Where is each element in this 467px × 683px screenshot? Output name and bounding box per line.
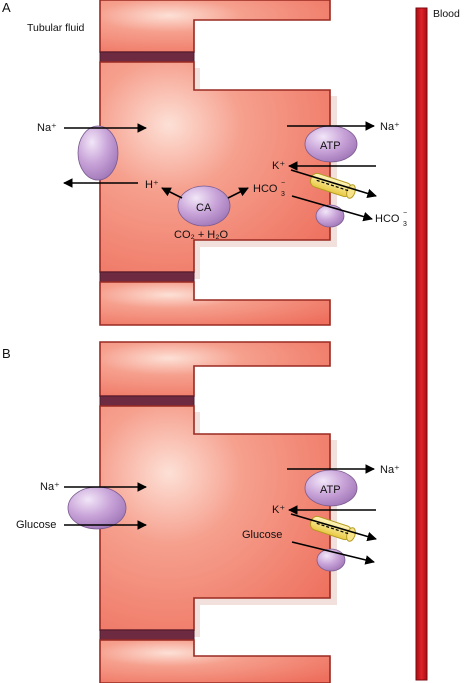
arrow-k-out-a [290, 169, 377, 199]
svg-text:3: 3 [281, 191, 285, 198]
tight-junction-a2 [99, 271, 195, 283]
atp-pump-b [304, 469, 358, 507]
tubular-fluid-label: Tubular fluid [27, 22, 85, 34]
arrow-hco3-out-a [291, 195, 373, 222]
na-plus-out-label-a: Na⁺ [380, 121, 400, 133]
cell-fragment-top-b [99, 341, 331, 397]
blood-label: Blood [433, 8, 460, 20]
na-glucose-carrier-luminal-b [67, 486, 127, 530]
tight-junction-b1 [99, 395, 195, 407]
co2-h2o-label: CO₂ + H₂O [174, 229, 229, 241]
hco3-label-cell: HCO 3 − [253, 180, 285, 198]
h-plus-label: H⁺ [145, 179, 159, 191]
hco3-carrier-a [315, 204, 345, 228]
tight-junction-b2 [99, 629, 195, 641]
atp-label-b: ATP [320, 484, 341, 496]
svg-text:−: − [403, 210, 407, 217]
glucose-out-label-b: Glucose [242, 529, 282, 541]
cell-fragment-bottom-b [99, 639, 331, 683]
svg-text:−: − [281, 180, 285, 187]
k-plus-label-a: K⁺ [272, 160, 285, 172]
na-plus-out-label-b: Na⁺ [380, 464, 400, 476]
svg-text:HCO: HCO [253, 183, 278, 195]
na-plus-in-label-b: Na⁺ [40, 481, 60, 493]
glucose-carrier-basolateral-b [316, 548, 346, 572]
atp-label-a: ATP [320, 140, 341, 152]
panel-a-letter: A [2, 0, 11, 15]
arrow-glucose-out-b [291, 541, 375, 565]
k-plus-label-b: K⁺ [272, 504, 285, 516]
ca-label: CA [196, 202, 212, 214]
svg-text:3: 3 [403, 221, 407, 228]
cell-fragment-bottom-a [99, 281, 331, 326]
blood-vessel [415, 7, 428, 681]
na-carrier-luminal-a [77, 125, 119, 181]
tight-junction-a1 [99, 51, 195, 63]
carbonic-anhydrase-ca [177, 185, 231, 227]
panel-a: A Tubular fluid Blood Na⁺ H⁺ CA CO₂ + H₂… [2, 0, 460, 326]
panel-b: B Na⁺ Glucose ATP Na⁺ K⁺ Glucose [2, 341, 400, 683]
glucose-in-label-b: Glucose [16, 519, 56, 531]
arrow-ca-to-h [161, 187, 183, 199]
panel-b-letter: B [2, 346, 11, 361]
svg-text:HCO: HCO [375, 213, 400, 225]
arrow-k-out-b [290, 513, 377, 542]
tubular-cell-b [99, 405, 331, 631]
hco3-label-blood: HCO 3 − [375, 210, 407, 228]
arrow-ca-to-hco3 [227, 187, 249, 199]
cell-fragment-top-a [99, 0, 331, 53]
na-plus-in-label-a: Na⁺ [37, 122, 57, 134]
